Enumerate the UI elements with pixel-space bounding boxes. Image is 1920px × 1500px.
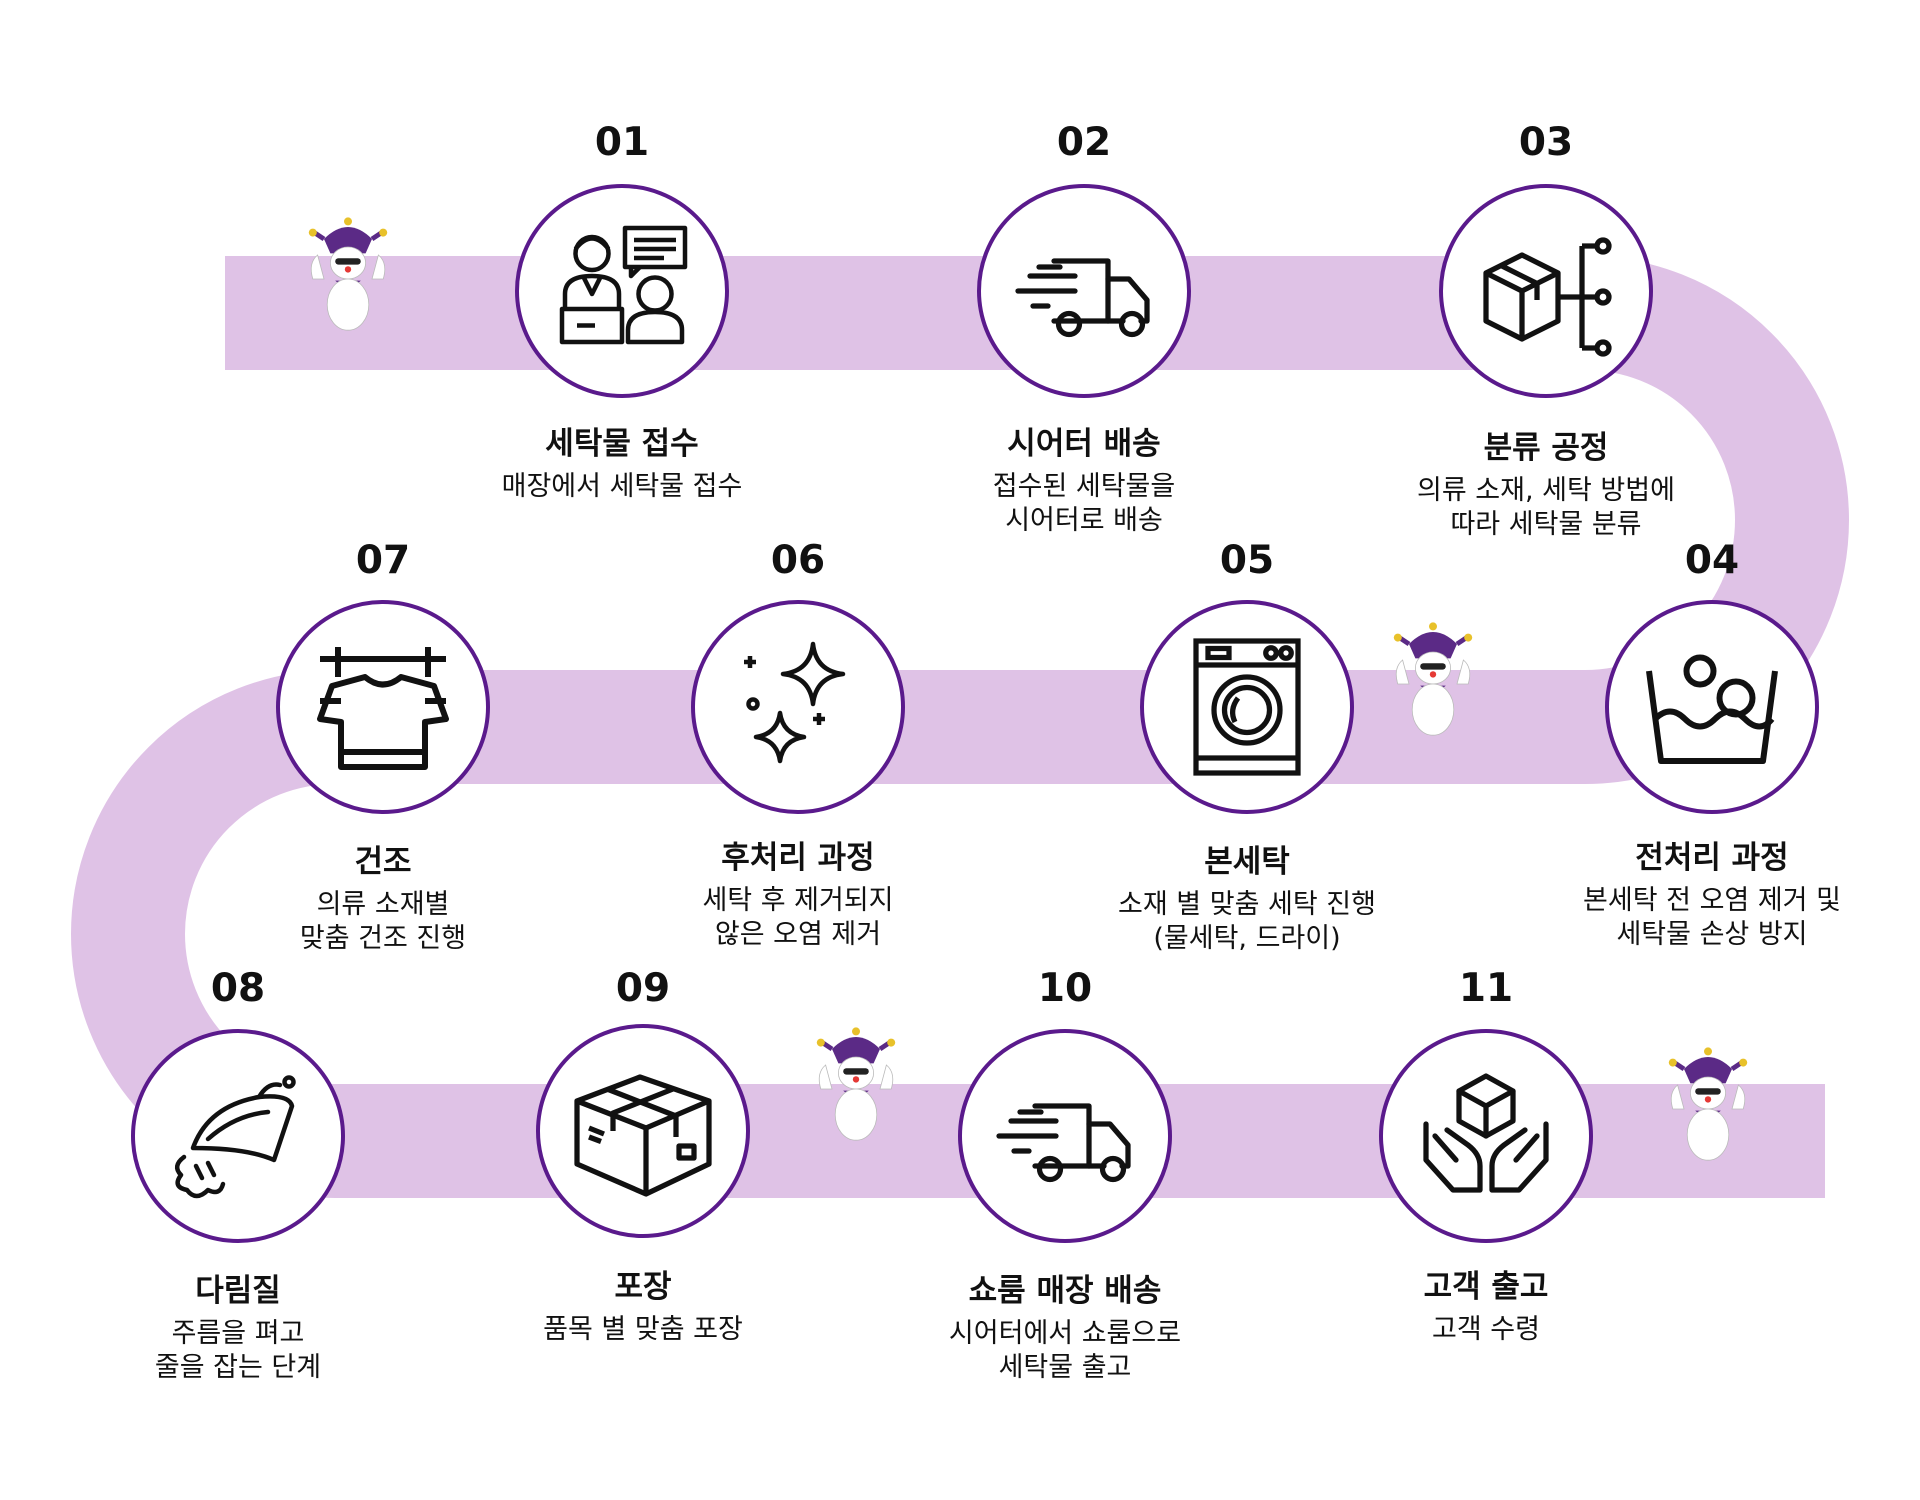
step-description: 세탁 후 제거되지: [702, 885, 894, 916]
step-circle: [1605, 600, 1819, 814]
step-title: 세탁물 접수: [545, 426, 699, 462]
step-number: 09: [615, 966, 671, 1011]
step-circle: [1140, 600, 1354, 814]
jester-mascot: [808, 1025, 904, 1149]
step-circle: [977, 184, 1191, 398]
wash-basin-icon: [1637, 632, 1787, 782]
step-number: 08: [210, 966, 266, 1011]
step-description: 주름을 펴고: [171, 1318, 305, 1349]
step-number: 04: [1684, 538, 1740, 583]
reception-icon: [547, 216, 697, 366]
drying-shirt-icon: [308, 632, 458, 782]
delivery-truck-icon: [990, 1061, 1140, 1211]
step-title: 후처리 과정: [721, 840, 875, 876]
jester-mascot: [300, 215, 396, 339]
step-description: 세탁물 출고: [998, 1352, 1132, 1383]
step-number: 05: [1219, 538, 1275, 583]
step-description: (물세탁, 드라이): [1153, 923, 1341, 954]
step-circle: [276, 600, 490, 814]
step-number: 07: [355, 538, 411, 583]
step-description: 줄을 잡는 단계: [154, 1352, 322, 1383]
step-title: 분류 공정: [1483, 430, 1609, 466]
step-description: 의류 소재, 세탁 방법에: [1417, 475, 1675, 506]
step-title: 본세탁: [1204, 844, 1290, 880]
step-description: 본세탁 전 오염 제거 및: [1583, 885, 1841, 916]
step-description: 접수된 세탁물을: [992, 471, 1176, 502]
jester-mascot: [1660, 1045, 1756, 1169]
step-title: 고객 출고: [1423, 1269, 1549, 1305]
step-description: 소재 별 맞춤 세탁 진행: [1118, 889, 1376, 920]
step-circle: [1439, 184, 1653, 398]
step-description: 세탁물 손상 방지: [1616, 919, 1808, 950]
step-title: 다림질: [195, 1273, 281, 1309]
step-description: 않은 오염 제거: [714, 919, 882, 950]
step-description: 시어터로 배송: [1005, 505, 1163, 536]
sparkles-icon: [723, 632, 873, 782]
step-circle: [1379, 1029, 1593, 1243]
step-number: 11: [1458, 966, 1514, 1011]
package-box-icon: [568, 1056, 718, 1206]
step-number: 03: [1518, 120, 1574, 165]
washing-machine-icon: [1172, 632, 1322, 782]
delivery-truck-icon: [1009, 216, 1159, 366]
step-circle: [131, 1029, 345, 1243]
step-description: 맞춤 건조 진행: [299, 923, 467, 954]
steam-iron-icon: [163, 1061, 313, 1211]
hands-box-icon: [1411, 1061, 1561, 1211]
step-number: 06: [770, 538, 826, 583]
step-circle: [515, 184, 729, 398]
step-description: 따라 세탁물 분류: [1450, 509, 1642, 540]
sorting-box-icon: [1471, 216, 1621, 366]
step-description: 의류 소재별: [316, 889, 450, 920]
step-description: 매장에서 세탁물 접수: [501, 471, 743, 502]
jester-mascot: [1385, 620, 1481, 744]
step-circle: [958, 1029, 1172, 1243]
step-number: 10: [1037, 966, 1093, 1011]
step-title: 포장: [614, 1269, 672, 1305]
step-circle: [691, 600, 905, 814]
step-description: 고객 수령: [1432, 1314, 1540, 1345]
step-description: 시어터에서 쇼룸으로: [948, 1318, 1182, 1349]
step-number: 02: [1056, 120, 1112, 165]
step-title: 건조: [354, 844, 412, 880]
step-description: 품목 별 맞춤 포장: [543, 1314, 743, 1345]
step-title: 쇼룸 매장 배송: [968, 1273, 1162, 1309]
step-title: 전처리 과정: [1635, 840, 1789, 876]
step-title: 시어터 배송: [1007, 426, 1161, 462]
step-circle: [536, 1024, 750, 1238]
step-number: 01: [594, 120, 650, 165]
